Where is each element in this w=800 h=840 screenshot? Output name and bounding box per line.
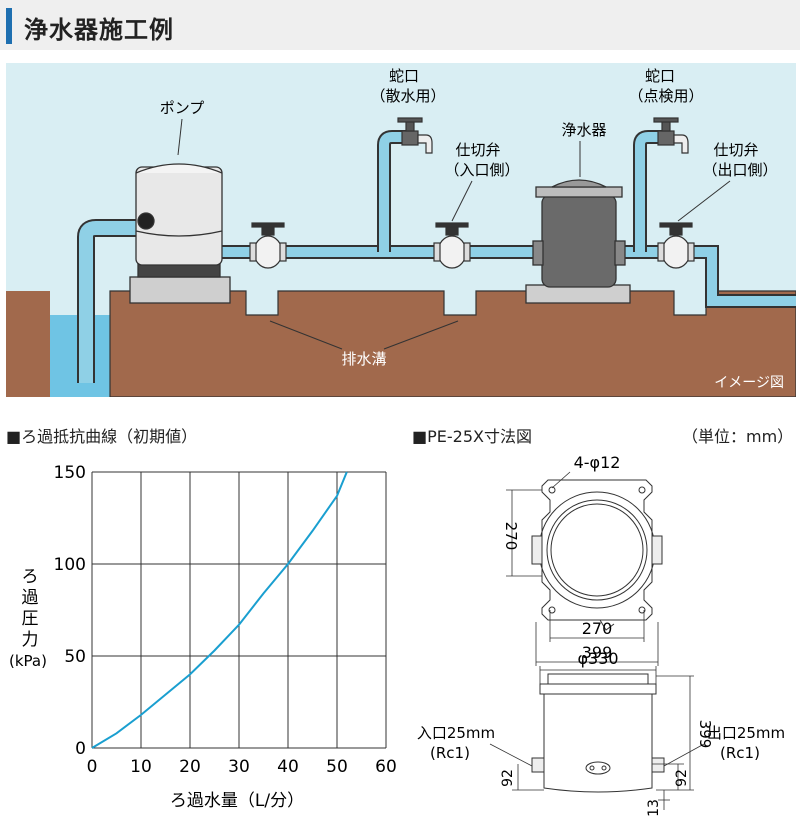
bolt-holes-dimension: 4-φ12 <box>574 453 621 472</box>
inlet-height-dimension: 92 <box>500 769 516 787</box>
outer-width-dimension: 399 <box>582 643 613 662</box>
chart-grid <box>91 471 387 749</box>
purifier-label: 浄水器 <box>561 121 606 139</box>
valve-1 <box>249 222 287 269</box>
valve-outlet <box>657 222 695 269</box>
header-accent-bar <box>6 8 12 44</box>
ground <box>109 290 796 397</box>
y-label-part-4: (kPa) <box>9 652 47 670</box>
y-tick-label-0: 0 <box>75 739 86 759</box>
suction-pipe <box>79 221 166 383</box>
faucet-2-label: 蛇口 <box>645 67 675 85</box>
inner-width-dimension: 270 <box>582 619 613 638</box>
outlet-height-dimension: 92 <box>674 769 690 787</box>
faucet-2-sublabel: （点検用） <box>628 87 703 105</box>
y-tick-label-2: 100 <box>54 555 86 575</box>
x-tick-label-6: 60 <box>375 757 397 777</box>
faucet-riser-2 <box>635 132 662 252</box>
installation-illustration: ポンプ 蛇口 （散水用） 仕切弁 （入口側） 浄水器 蛇口 （点検用） 仕切弁 … <box>6 63 796 397</box>
diameter-dimension: φ330 <box>577 649 618 668</box>
faucet-1 <box>397 117 433 154</box>
chart-y-ticks: 0 50 100 150 <box>54 463 86 759</box>
y-tick-label-1: 50 <box>64 647 86 667</box>
drain-label: 排水溝 <box>341 350 386 368</box>
chart-x-ticks: 0 10 20 30 40 50 60 <box>87 757 397 777</box>
outlet-thread: (Rc1) <box>720 744 760 762</box>
water-purifier <box>525 179 631 304</box>
valve-inlet <box>433 222 471 269</box>
y-tick-label-3: 150 <box>54 463 86 483</box>
x-tick-label-4: 40 <box>277 757 299 777</box>
y-label-part-3: 力 <box>22 630 39 650</box>
valve-inlet-sublabel: （入口側） <box>444 161 519 179</box>
x-tick-label-0: 0 <box>87 757 98 777</box>
side-view <box>531 673 665 793</box>
page-title: 浄水器施工例 <box>24 16 174 44</box>
x-tick-label-5: 50 <box>326 757 348 777</box>
y-label-part-0: ろ <box>22 567 39 587</box>
faucet-2 <box>653 117 689 154</box>
chart-section-title: ■ろ過抵抗曲線（初期値） <box>6 427 198 446</box>
pump-label: ポンプ <box>160 99 205 117</box>
y-label-part-2: 圧 <box>22 609 39 629</box>
dimension-drawing: 4-φ12 270 270 399 φ330 399 入口25mm (Rc1) … <box>417 453 785 817</box>
x-tick-label-3: 30 <box>228 757 250 777</box>
top-height-dimension: 270 <box>502 522 520 551</box>
top-view-dimension-lines <box>506 471 659 666</box>
page-header: 浄水器施工例 <box>0 0 800 50</box>
ground-left <box>6 291 50 397</box>
total-height-dimension: 399 <box>696 720 714 749</box>
chart-x-label: ろ過水量（L/分） <box>170 791 304 811</box>
side-view-dimension-lines <box>489 666 705 810</box>
x-tick-label-1: 10 <box>130 757 152 777</box>
faucet-1-label: 蛇口 <box>389 67 419 85</box>
inlet-label: 入口25mm <box>417 724 495 742</box>
base-height-dimension: 13 <box>646 799 662 817</box>
dims-section-title: ■PE-25X寸法図 <box>412 427 532 446</box>
unit-note: （単位：mm） <box>682 427 794 446</box>
image-note: イメージ図 <box>714 375 784 391</box>
series-line <box>91 471 348 749</box>
valve-outlet-label: 仕切弁 <box>713 141 758 159</box>
y-label-part-1: 過 <box>22 588 39 608</box>
inlet-thread: (Rc1) <box>430 744 470 762</box>
outlet-label: 出口25mm <box>707 724 785 742</box>
x-tick-label-2: 20 <box>179 757 201 777</box>
top-view <box>531 479 663 631</box>
valve-inlet-label: 仕切弁 <box>455 141 500 159</box>
pump <box>129 163 231 304</box>
faucet-1-sublabel: （散水用） <box>370 87 445 105</box>
faucet-riser-1 <box>379 132 406 252</box>
valve-outlet-sublabel: （出口側） <box>702 161 777 179</box>
